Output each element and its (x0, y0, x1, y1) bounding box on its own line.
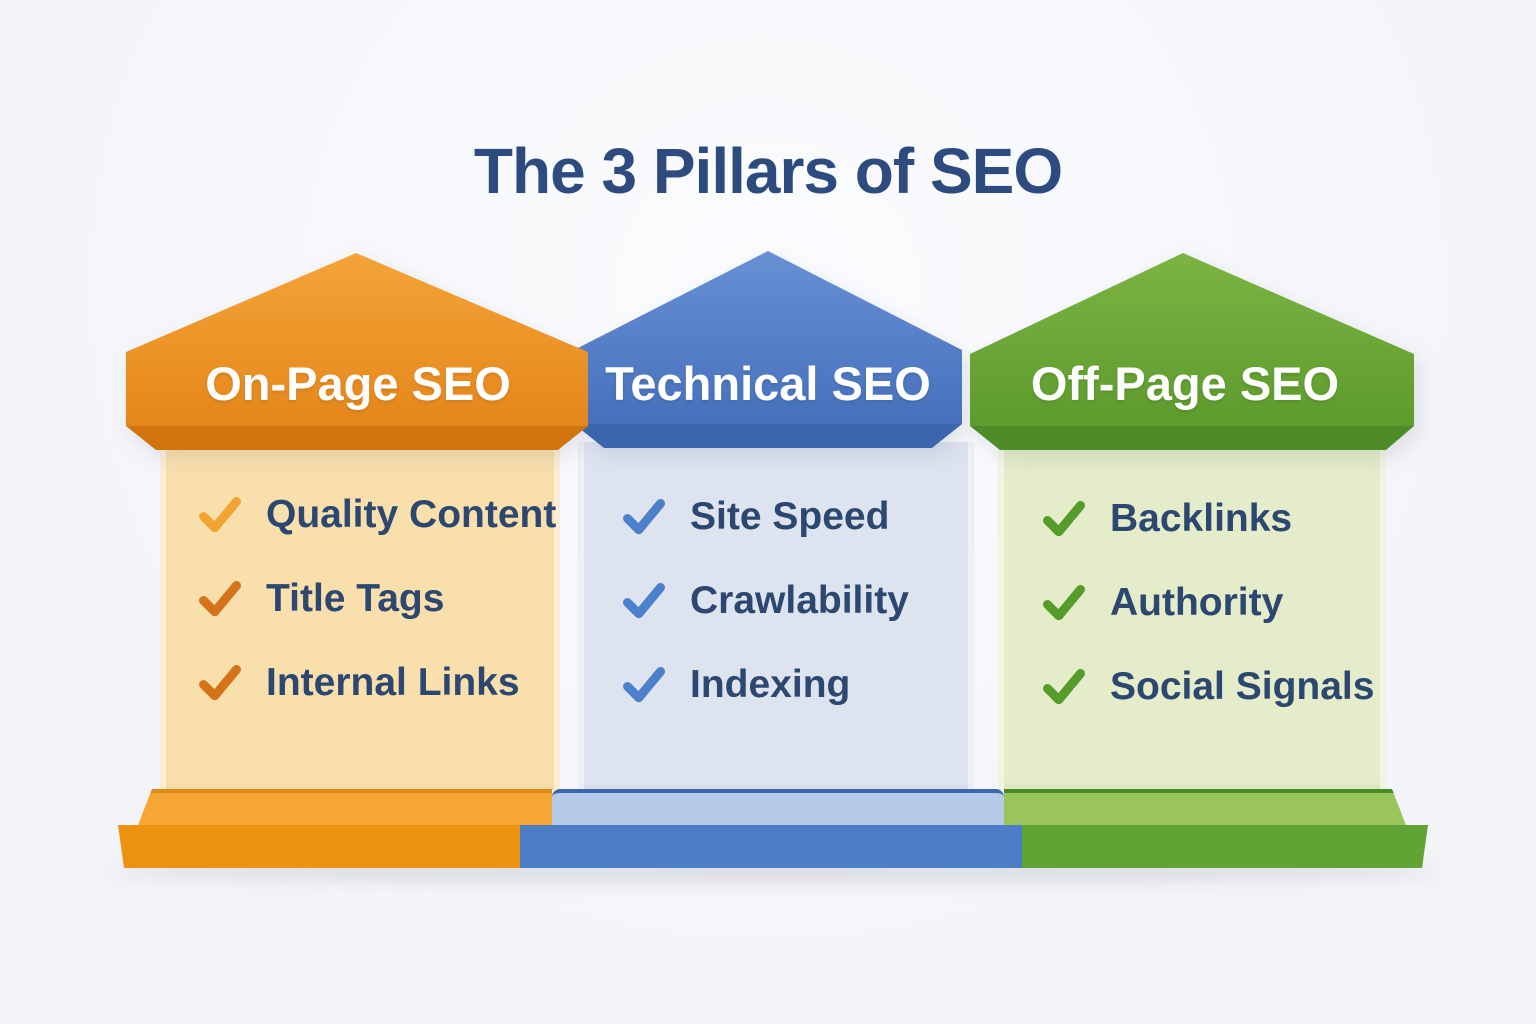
list-item-label: Internal Links (266, 661, 520, 704)
list-item: Indexing (620, 656, 974, 714)
list-item: Quality Content (196, 486, 560, 544)
pillar-base-lower-technical (520, 825, 1022, 868)
list-item: Backlinks (1040, 490, 1386, 548)
pillar-base-upper-off-page (1004, 789, 1406, 825)
check-icon (1043, 669, 1085, 705)
pillar-base-lower-off-page (1022, 825, 1428, 868)
technical-seo-roof-bevel (574, 424, 962, 448)
list-item-label: Social Signals (1110, 665, 1375, 708)
list-item-label: Quality Content (266, 493, 557, 536)
check-icon (199, 497, 241, 533)
check-icon (199, 665, 241, 701)
pillar-body-technical-seo: Site Speed Crawlability Indexing (578, 442, 974, 790)
pillar-title-off-page-seo: Off-Page SEO (1030, 357, 1340, 410)
pillar-body-on-page-seo: Quality Content Title Tags Internal Link… (160, 440, 560, 790)
pillar-title-technical-seo: Technical SEO (605, 357, 931, 410)
pillar-body-off-page-seo: Backlinks Authority Social Signals (998, 444, 1386, 790)
list-item-label: Indexing (690, 663, 851, 706)
pillar-base-lower-on-page (118, 825, 520, 868)
pillar-base-upper-technical (552, 789, 1004, 825)
list-item-label: Authority (1110, 581, 1284, 624)
pillar-title-on-page-seo: On-Page SEO (205, 357, 511, 410)
check-icon (1043, 585, 1085, 621)
check-icon (623, 667, 665, 703)
list-item: Social Signals (1040, 658, 1386, 716)
list-item: Crawlability (620, 572, 974, 630)
list-item: Internal Links (196, 654, 560, 712)
on-page-seo-roof (126, 253, 588, 426)
list-item: Site Speed (620, 488, 974, 546)
pillar-base-upper-on-page (138, 789, 552, 825)
off-page-seo-roof (970, 253, 1414, 426)
list-item-label: Title Tags (266, 577, 445, 620)
check-icon (623, 499, 665, 535)
list-item-label: Crawlability (690, 579, 909, 622)
check-icon (623, 583, 665, 619)
on-page-seo-roof-bevel (126, 426, 588, 450)
list-item: Authority (1040, 574, 1386, 632)
technical-seo-roof (574, 251, 962, 424)
page-title: The 3 Pillars of SEO (473, 135, 1063, 207)
list-item: Title Tags (196, 570, 560, 628)
list-item-label: Backlinks (1110, 497, 1293, 540)
check-icon (199, 581, 241, 617)
check-icon (1043, 501, 1085, 537)
list-item-label: Site Speed (690, 495, 890, 538)
off-page-seo-roof-bevel (970, 426, 1414, 450)
